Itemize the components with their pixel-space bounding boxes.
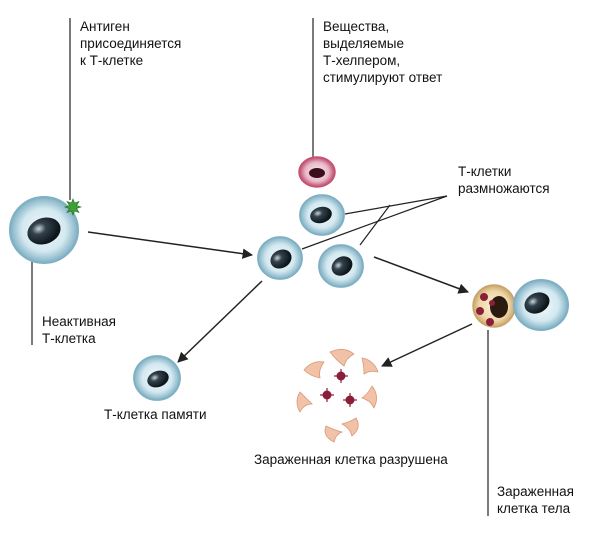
multiply-line-1 <box>301 195 448 250</box>
multiply-line-2 <box>344 195 448 215</box>
memory-t-cell-label: Т-клетка памяти <box>104 407 207 422</box>
activation-arrow <box>87 231 254 259</box>
infected-cell-label: Зараженная клетка тела <box>497 484 574 516</box>
inactive-t-cell <box>9 196 79 264</box>
antigen-label: Антиген присоединяется к Т-клетке <box>80 19 182 68</box>
destroyed-cell-label: Зараженная клетка разрушена <box>254 452 448 467</box>
attack-arrow <box>373 256 469 294</box>
substances-label: Вещества, выделяемые Т-хелпером, стимули… <box>323 19 443 85</box>
destroyed-cell-fragments <box>296 349 379 443</box>
multiply-line-3 <box>359 204 391 246</box>
t-cell-clone-3 <box>318 244 364 288</box>
inactive-t-cell-label: Неактивная Т-клетка <box>42 314 116 346</box>
memory-t-cell <box>133 355 181 401</box>
t-cell-clone-1 <box>299 194 345 236</box>
t-cell-clone-2 <box>257 236 303 280</box>
memory-arrow <box>177 280 263 363</box>
infected-body-cell <box>472 284 516 328</box>
helper-t-cell <box>298 156 336 188</box>
released-virus-particles <box>320 369 357 407</box>
multiply-label: Т-клетки размножаются <box>458 164 550 196</box>
destroy-arrow <box>381 323 473 367</box>
antigen-icon <box>64 198 82 216</box>
killer-t-cell <box>513 279 569 331</box>
virus-icon <box>476 293 495 326</box>
